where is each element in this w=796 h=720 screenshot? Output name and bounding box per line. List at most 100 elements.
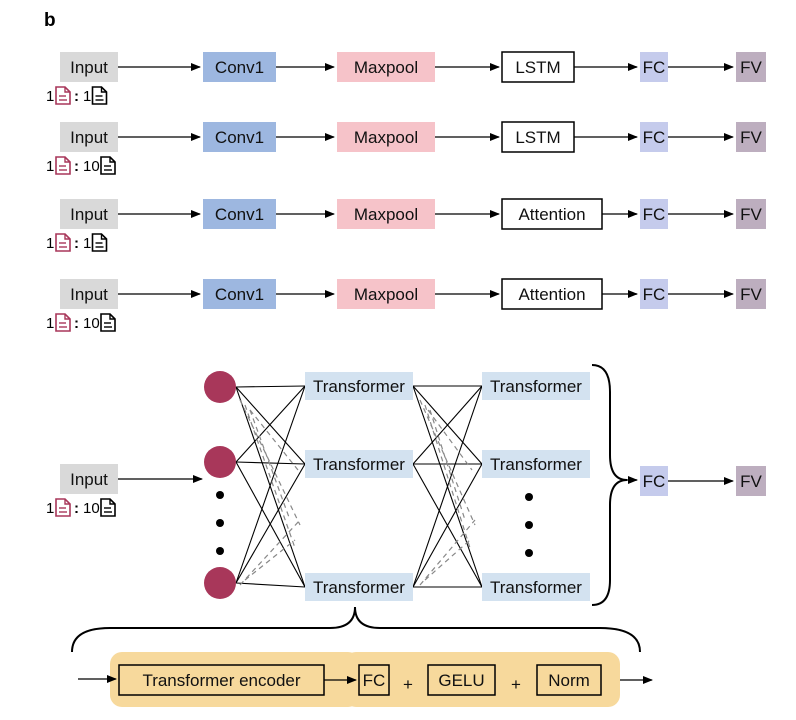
layer-connections	[235, 385, 483, 588]
maxpool-box	[337, 52, 435, 82]
transformer-pipeline: Input1:10TransformerTransformerTransform…	[46, 364, 766, 606]
ratio-doc-red-icon	[55, 156, 71, 175]
input-node	[204, 567, 236, 599]
ratio-doc-red-icon	[55, 86, 71, 105]
connection-line	[235, 386, 306, 465]
maxpool-label: Maxpool	[354, 205, 418, 224]
plus-sign: +	[511, 675, 521, 694]
dashed-line	[244, 404, 296, 549]
ratio-left: 1	[46, 88, 54, 105]
dashed-line	[427, 409, 473, 471]
maxpool-box	[337, 122, 435, 152]
input-label: Input	[70, 58, 108, 77]
norm-box	[536, 664, 602, 696]
input-label: Input	[70, 285, 108, 304]
attention-label: Attention	[518, 205, 585, 224]
input-box	[60, 279, 118, 309]
ellipsis-dot	[216, 491, 224, 499]
ratio-colon: :	[74, 88, 79, 105]
right-brace	[591, 364, 628, 606]
input-node	[204, 371, 236, 403]
connection-line	[235, 463, 306, 584]
ratio-doc-black-icon	[91, 86, 108, 105]
connection-line	[412, 463, 483, 588]
gelu-label: GELU	[438, 671, 484, 690]
fc-label: FC	[643, 472, 666, 491]
fc-box	[640, 199, 668, 229]
dashed-line	[419, 399, 476, 526]
conv1-box	[203, 122, 276, 152]
ratio-colon: :	[74, 235, 79, 252]
gelu-box	[427, 664, 496, 696]
ratio-colon: :	[74, 158, 79, 175]
ratio-right: 10	[83, 158, 100, 175]
ratio-doc-red-icon	[55, 313, 71, 332]
maxpool-label: Maxpool	[354, 58, 418, 77]
ratio-doc-black-icon	[100, 156, 116, 175]
ratio-doc-black-icon-fold	[109, 157, 115, 163]
connection-line	[235, 461, 306, 465]
fc-box	[640, 466, 668, 496]
conv1-box	[203, 199, 276, 229]
connection-line	[235, 386, 306, 588]
ratio-right: 1	[83, 235, 91, 252]
ratio-colon: :	[74, 500, 79, 517]
ratio-right: 10	[83, 315, 100, 332]
fv-box	[736, 466, 766, 496]
fv-label: FV	[740, 472, 762, 491]
dashed-line	[239, 519, 301, 586]
fc-label: FC	[643, 58, 666, 77]
fc-box	[640, 122, 668, 152]
transformer-layer2-label: Transformer	[490, 377, 582, 396]
connection-line	[412, 385, 483, 588]
fv-box	[736, 52, 766, 82]
connection-line	[235, 385, 306, 463]
bottom-brace	[71, 606, 641, 653]
ratio-doc-red-icon-fold	[64, 234, 70, 240]
dashed-connections	[239, 399, 476, 586]
fc-box	[640, 52, 668, 82]
ratio-doc-red-icon	[55, 233, 71, 252]
transformer-layer1-label: Transformer	[313, 455, 405, 474]
ellipsis-dot	[525, 521, 533, 529]
ratio-doc-red-icon-fold	[64, 499, 70, 505]
attention-label: Attention	[518, 285, 585, 304]
conv1-label: Conv1	[215, 285, 264, 304]
conv1-label: Conv1	[215, 58, 264, 77]
ratio-colon: :	[74, 315, 79, 332]
transformer-encoder-box	[118, 664, 325, 696]
dashed-line	[244, 539, 296, 581]
ellipsis-dot	[525, 549, 533, 557]
input-box	[60, 52, 118, 82]
ratio-doc-black-icon-fold	[100, 234, 107, 240]
transformer-layer1-box	[305, 573, 413, 601]
ratio-doc-red-icon-fold	[64, 87, 70, 93]
lstm-box	[501, 51, 575, 83]
fv-box	[736, 199, 766, 229]
transformer-layer1-label: Transformer	[313, 377, 405, 396]
ratio-left: 1	[46, 235, 54, 252]
dashed-line	[249, 409, 299, 471]
lstm-box	[501, 121, 575, 153]
lstm-label: LSTM	[515, 128, 560, 147]
fv-box	[736, 122, 766, 152]
dashed-line	[424, 539, 471, 581]
ratio-left: 1	[46, 500, 54, 517]
attention-box	[501, 198, 603, 230]
transformer-layer2-box	[482, 372, 590, 400]
transformer-layer2-box	[482, 450, 590, 478]
ellipsis-dot	[525, 493, 533, 501]
connection-line	[235, 385, 306, 388]
transformer-layer2-box	[482, 573, 590, 601]
ratio-left: 1	[46, 315, 54, 332]
conv1-box	[203, 52, 276, 82]
input-label: Input	[70, 470, 108, 489]
panel-label: b	[44, 10, 56, 31]
ratio-doc-black-icon-fold	[109, 499, 115, 505]
maxpool-box	[337, 199, 435, 229]
